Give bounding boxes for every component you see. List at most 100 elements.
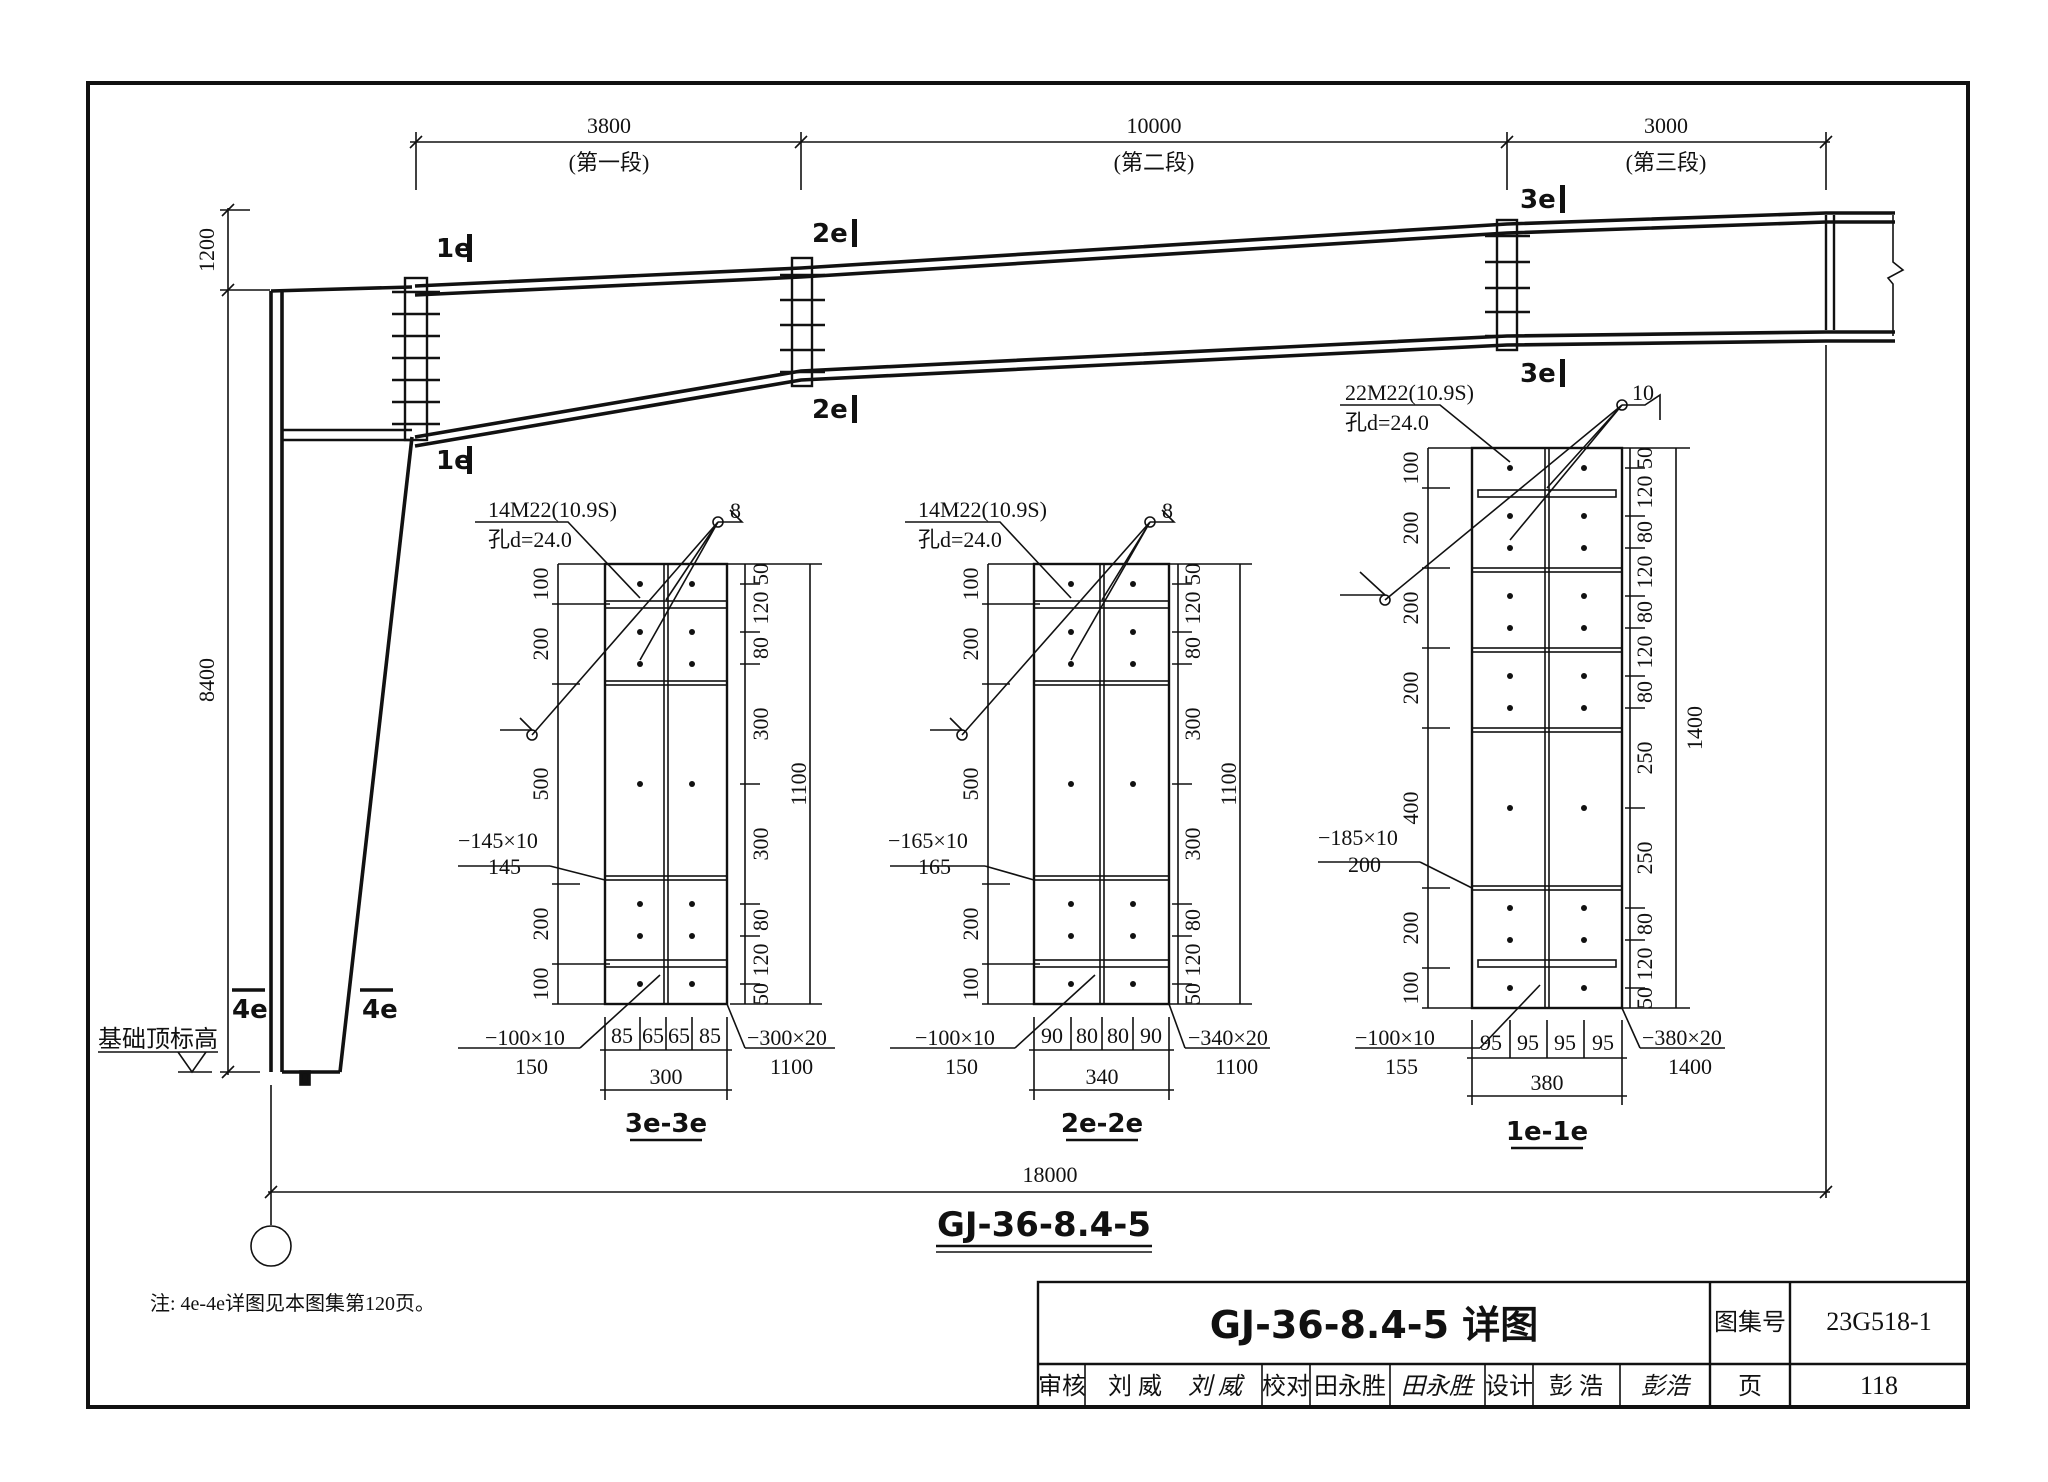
dim: 95 [1554,1030,1576,1055]
dim: 300 [1180,708,1205,741]
dim-total: 1400 [1682,706,1707,750]
flange-width: 200 [1348,852,1381,877]
cut-mark-3e-top: 3e [1520,185,1556,215]
dim: 50 [1180,983,1205,1005]
bolt-spec: 14M22(10.9S) [918,497,1047,522]
cut-mark-1e-bottom: 1e [436,446,472,476]
section-label-2e: 2e-2e [1061,1109,1143,1139]
designer-signature: 彭浩 [1641,1373,1692,1400]
dim-width: 380 [1531,1070,1564,1095]
dim: 120 [1632,636,1657,669]
dim: 120 [1632,556,1657,589]
dim: 50 [1632,987,1657,1009]
dim-total: 1100 [1216,762,1241,805]
splice-1e [392,276,440,442]
foundation-label: 基础顶标高 [98,1026,218,1053]
bolt-pattern [1507,465,1587,991]
stiffener-width: 150 [515,1054,548,1079]
dim: 200 [958,908,983,941]
drawing-name: GJ-36-8.4-5 详图 [1210,1303,1539,1347]
dim: 80 [748,637,773,659]
flange-width: 165 [918,854,951,879]
dim: 200 [528,628,553,661]
page-label: 页 [1738,1374,1762,1400]
detail-3e-3e: 14M22(10.9S) 孔d=24.0 8 −145×10 145 −100×… [458,497,835,1142]
dim: 80 [1180,909,1205,931]
reviewer-name: 刘 威 [1108,1373,1162,1400]
note-text: 注: 4e-4e详图见本图集第120页。 [150,1292,435,1315]
dim: 100 [958,968,983,1001]
checker-signature: 田永胜 [1401,1373,1476,1400]
section-label-1e: 1e-1e [1506,1117,1588,1147]
sheet-border [86,81,1970,1409]
check-label: 校对 [1262,1373,1310,1400]
splice-2e [780,256,825,388]
bolt-spec: 14M22(10.9S) [488,497,617,522]
reviewer-signature: 刘 威 [1188,1373,1245,1400]
title-block [1036,1280,1970,1409]
end-plate-spec: −380×20 [1642,1025,1722,1050]
dim: 200 [1398,592,1423,625]
end-plate-height: 1400 [1668,1054,1712,1079]
stiffener-spec: −100×10 [485,1025,565,1050]
dim: 120 [1180,592,1205,625]
end-plate-height: 1100 [1215,1054,1258,1079]
hole-spec: 孔d=24.0 [488,527,572,552]
flange-spec: −145×10 [458,828,538,853]
segment-1-length: 3800 [587,113,631,138]
segment-1-name: (第一段) [569,150,650,175]
end-plate-spec: −300×20 [747,1025,827,1050]
dim: 200 [958,628,983,661]
weld-size: 10 [1632,380,1654,405]
level-symbol [98,1051,218,1074]
height-column-label: 8400 [194,658,219,702]
section-label-3e: 3e-3e [625,1109,707,1139]
dim: 50 [748,983,773,1005]
hole-spec: 孔d=24.0 [1345,410,1429,435]
dim: 80 [1632,601,1657,623]
dim: 120 [748,944,773,977]
cut-mark-2e-top: 2e [812,219,848,249]
atlas-number: 23G518-1 [1826,1307,1931,1336]
dim: 80 [1107,1023,1129,1048]
dim: 50 [1632,447,1657,469]
splice-3e [1485,218,1530,352]
dim: 80 [1076,1023,1098,1048]
dim: 65 [642,1023,664,1048]
dim: 90 [1140,1023,1162,1048]
dim: 80 [1632,521,1657,543]
cut-mark-1e-top: 1e [436,234,472,264]
dim: 100 [958,568,983,601]
stiffener-width: 150 [945,1054,978,1079]
steel-frame [269,211,1905,1086]
review-label: 审核 [1038,1373,1086,1400]
dim: 80 [1632,681,1657,703]
checker-name: 田永胜 [1314,1373,1386,1400]
dim: 120 [1632,948,1657,981]
dim: 100 [528,568,553,601]
span-dimension-line [250,345,1833,1267]
dim: 300 [1180,828,1205,861]
height-top-label: 1200 [194,228,219,272]
segment-3-name: (第三段) [1626,150,1707,175]
cut-mark-4e-right: 4e [362,995,398,1025]
end-plate-height: 1100 [770,1054,813,1079]
stiffener-spec: −100×10 [915,1025,995,1050]
span-label: 18000 [1023,1162,1078,1187]
dim: 100 [1398,452,1423,485]
stiffener-width: 155 [1385,1054,1418,1079]
dim: 50 [748,563,773,585]
detail-1e-1e: 22M22(10.9S) 孔d=24.0 10 −185×10 200 −100… [1318,380,1725,1150]
cut-mark-2e-bottom: 2e [812,395,848,425]
flange-width: 145 [488,854,521,879]
dim: 250 [1632,842,1657,875]
page-number: 118 [1860,1371,1898,1400]
dim: 65 [668,1023,690,1048]
dim: 250 [1632,742,1657,775]
dim-width: 300 [650,1064,683,1089]
dim: 200 [1398,512,1423,545]
segment-dimension-line [409,132,1833,190]
end-plate-spec: −340×20 [1188,1025,1268,1050]
flange-spec: −185×10 [1318,825,1398,850]
dim: 95 [1480,1030,1502,1055]
